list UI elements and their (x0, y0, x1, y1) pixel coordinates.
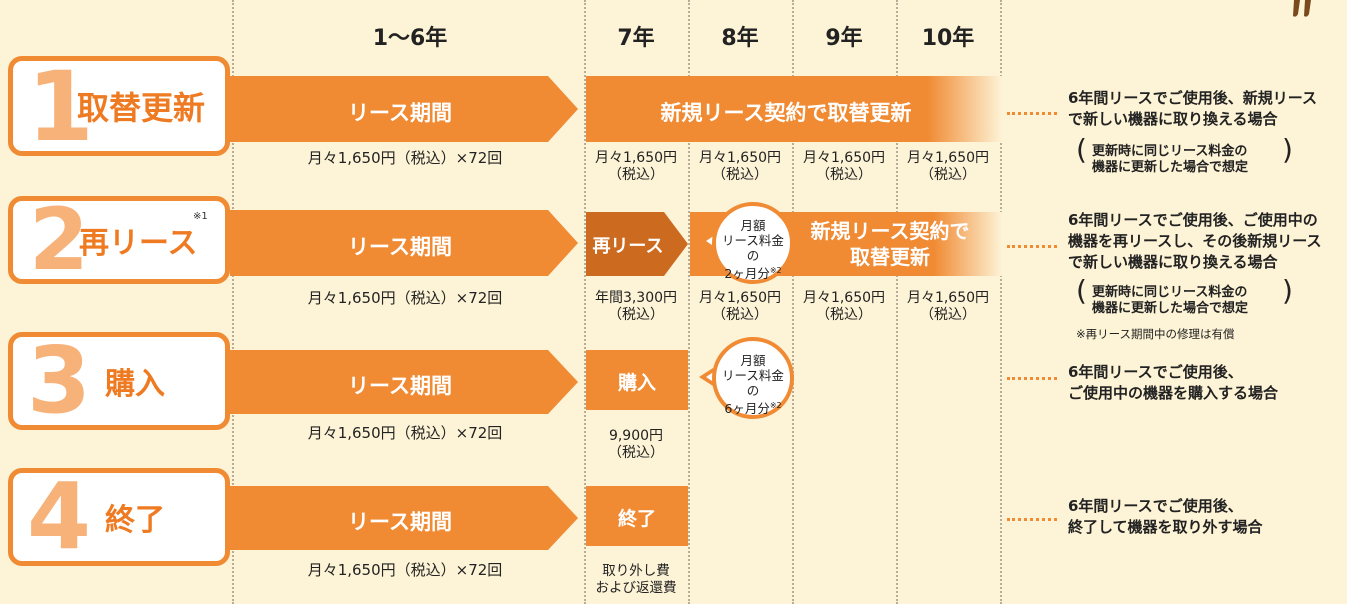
price-y9: 月々1,650円（税込） (802, 150, 886, 183)
lease-price: 月々1,650円（税込）×72回 (307, 289, 503, 307)
option-card-end: 4 終了 (8, 468, 230, 566)
price-y9: 月々1,650円（税込） (802, 290, 886, 323)
column-divider (232, 0, 234, 604)
option-number: 1 (27, 51, 94, 163)
option-label: 購入 (105, 367, 165, 402)
decor-quote-icon (1293, 0, 1311, 17)
lease-price: 月々1,650円（税込）×72回 (307, 424, 503, 442)
column-divider (584, 0, 586, 604)
option-description: 6年間リースでご使用後、新規リースで新しい機器に取り換える場合 (1068, 89, 1317, 128)
end-step-bar (586, 486, 688, 546)
price-y7: 月々1,650円（税込） (594, 150, 678, 183)
connector-dots (1007, 245, 1057, 248)
purchase-step-bar (586, 350, 688, 410)
end-step-label: 終了 (617, 508, 656, 530)
option-card-relese: 2 再リース ※1 (8, 196, 230, 284)
option-label: 終了 (105, 503, 165, 538)
price-y7: 取り外し費および返還費 (595, 563, 677, 596)
year-header-7: 7年 (617, 26, 655, 51)
footnote-mark: ※1 (193, 211, 208, 222)
price-y8: 月々1,650円（税込） (698, 150, 782, 183)
option-number: 2 (29, 190, 89, 290)
bubble-pointer (706, 371, 715, 383)
lease-period-bar (230, 350, 578, 414)
year-header-8: 8年 (721, 26, 759, 51)
lease-period-bar (230, 210, 578, 276)
column-divider (688, 0, 690, 604)
lease-price: 月々1,650円（税込）×72回 (307, 149, 503, 167)
lease-period-label: リース期間 (348, 510, 452, 534)
option-description: 6年間リースでご使用後、ご使用中の機器を再リースし、その後新規リースで新しい機器… (1068, 211, 1322, 271)
column-divider (792, 0, 794, 604)
year-header-10: 10年 (921, 26, 975, 51)
price-y7: 9,900円（税込） (608, 428, 664, 461)
year-header-1-6: 1〜6年 (372, 26, 448, 51)
column-divider (896, 0, 898, 604)
assumption-note: ( 更新時に同じリース料金の機器に更新した場合で想定 ) (1076, 133, 1293, 176)
price-y10: 月々1,650円（税込） (906, 150, 990, 183)
option-card-purchase: 3 購入 (8, 332, 230, 430)
relese-step-label: 再リース (592, 236, 664, 257)
year-header-9: 9年 (825, 26, 863, 51)
bubble-pointer (706, 235, 715, 247)
new-lease-label: 新規リース契約で取替更新 (810, 219, 970, 269)
option-number: 3 (27, 327, 92, 434)
relese-step-bar (586, 212, 688, 276)
column-divider (1000, 0, 1002, 604)
new-lease-label: 新規リース契約で取替更新 (660, 101, 912, 125)
option-number: 4 (27, 463, 92, 570)
repair-note: ※再リース期間中の修理は有償 (1076, 327, 1235, 341)
lease-period-bar (230, 486, 578, 550)
new-lease-bar (586, 76, 1002, 142)
price-y8: 月々1,650円（税込） (698, 290, 782, 323)
lease-period-bar (230, 76, 578, 142)
purchase-step-label: 購入 (617, 372, 656, 394)
assumption-note: ( 更新時に同じリース料金の機器に更新した場合で想定 ) (1076, 274, 1293, 317)
lease-period-label: リース期間 (348, 235, 452, 259)
option-description: 6年間リースでご使用後、終了して機器を取り外す場合 (1068, 497, 1263, 536)
option-card-replace: 1 取替更新 (8, 56, 230, 156)
lease-period-label: リース期間 (348, 101, 452, 125)
option-description: 6年間リースでご使用後、ご使用中の機器を購入する場合 (1068, 363, 1279, 402)
lease-period-label: リース期間 (348, 374, 452, 398)
connector-dots (1007, 112, 1057, 115)
connector-dots (1007, 518, 1057, 521)
option-label: 再リース (79, 226, 198, 261)
option-label: 取替更新 (77, 89, 206, 127)
connector-dots (1007, 377, 1057, 380)
lease-price: 月々1,650円（税込）×72回 (307, 561, 503, 579)
price-y7: 年間3,300円（税込） (594, 290, 678, 323)
price-y10: 月々1,650円（税込） (906, 290, 990, 323)
